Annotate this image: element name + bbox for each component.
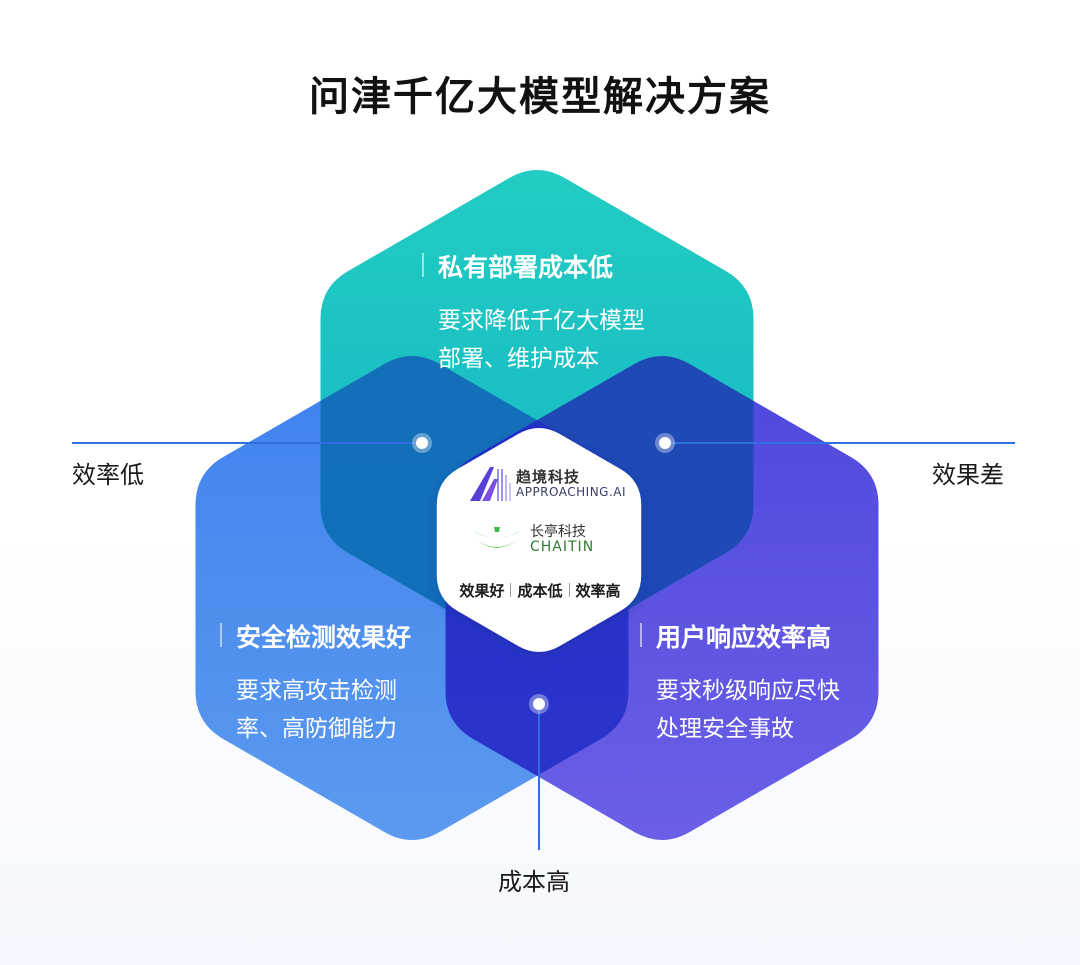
center-hexagon (436, 428, 642, 652)
tag-cost-low: 成本低 (517, 582, 563, 600)
approaching-logo: 趋境科技 APPROACHING.AI (468, 465, 626, 503)
hexagon-top-desc: 要求降低千亿大模型 部署、维护成本 (422, 302, 645, 378)
tag-efficiency-high: 效率高 (575, 582, 621, 600)
hexagon-left-text: 安全检测效果好 要求高攻击检测 率、高防御能力 (220, 618, 411, 748)
hexagon-right-desc-line2: 处理安全事故 (656, 716, 794, 742)
hexagon-right-desc-line1: 要求秒级响应尽快 (656, 678, 840, 704)
center-tagline: 效果好成本低效率高 (440, 580, 640, 601)
hexagon-left-desc-line2: 率、高防御能力 (236, 716, 397, 742)
tag-separator (510, 583, 512, 597)
tag-effect-good: 效果好 (459, 582, 505, 600)
hexagon-right-desc: 要求秒级响应尽快 处理安全事故 (640, 672, 840, 748)
hexagon-left-heading: 安全检测效果好 (220, 618, 411, 654)
hexagon-right-heading: 用户响应效率高 (640, 618, 840, 654)
center-logo-block: 趋境科技 APPROACHING.AI 长亭科技 CHAITIN 效果好成本低效… (440, 460, 640, 620)
dot-bottom (529, 694, 549, 714)
chaitin-logo-en: CHAITIN (530, 539, 595, 555)
axis-label-bottom: 成本高 (498, 868, 570, 896)
hexagon-top-heading: 私有部署成本低 (422, 248, 645, 284)
hexagon-left-desc-line1: 要求高攻击检测 (236, 678, 397, 704)
approaching-logo-cn: 趋境科技 (516, 467, 581, 486)
hexagon-left-desc: 要求高攻击检测 率、高防御能力 (220, 672, 411, 748)
chaitin-logo: 长亭科技 CHAITIN (472, 523, 594, 557)
dot-right (655, 433, 675, 453)
tag-separator (568, 583, 570, 597)
hexagon-top-desc-line2: 部署、维护成本 (438, 346, 599, 372)
hexagon-right-text: 用户响应效率高 要求秒级响应尽快 处理安全事故 (640, 618, 840, 748)
page-title: 问津千亿大模型解决方案 (309, 74, 771, 120)
approaching-logo-icon (470, 467, 511, 501)
axis-label-left: 效率低 (72, 461, 144, 489)
chaitin-logo-cn: 长亭科技 (530, 524, 586, 541)
axis-label-right: 效果差 (932, 461, 1004, 489)
approaching-logo-en: APPROACHING.AI (516, 484, 627, 499)
dot-left (412, 433, 432, 453)
hexagon-top-desc-line1: 要求降低千亿大模型 (438, 308, 645, 334)
hexagon-top-text: 私有部署成本低 要求降低千亿大模型 部署、维护成本 (422, 248, 645, 378)
chaitin-logo-icon (474, 527, 520, 548)
